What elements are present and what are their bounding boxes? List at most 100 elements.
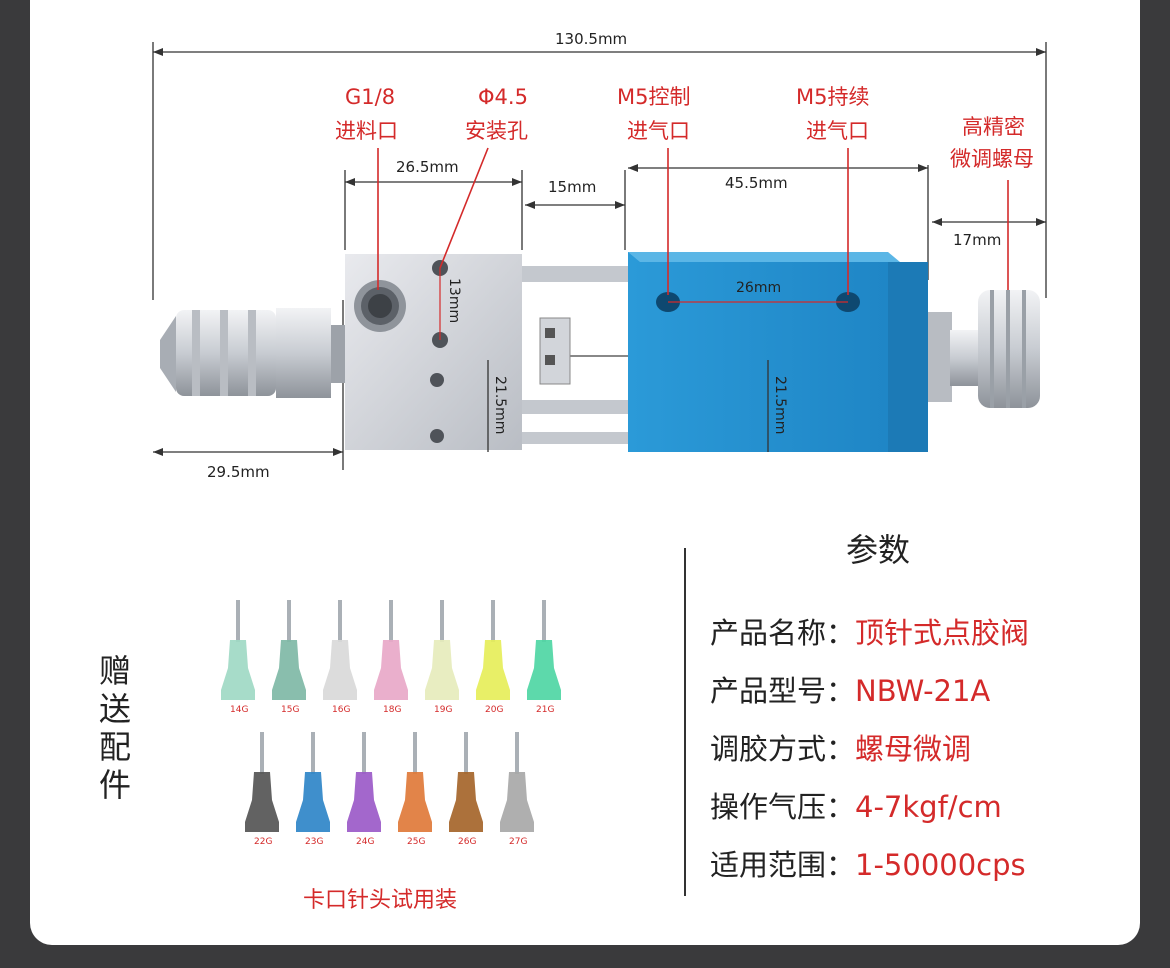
dim-knob: 17mm <box>932 218 1046 249</box>
needle-gauge-label: 15G <box>281 705 299 715</box>
needle-21g: 21G <box>527 600 561 715</box>
needle-gauge-label: 14G <box>230 705 248 715</box>
param-value: 螺母微调 <box>855 732 972 766</box>
callout-adjust-nut: 高精密 微调螺母 <box>950 115 1034 290</box>
needle-pin <box>440 600 444 642</box>
param-value: 1-50000cps <box>855 848 1026 882</box>
svg-text:29.5mm: 29.5mm <box>207 463 270 481</box>
needle-hub <box>272 640 306 700</box>
svg-text:45.5mm: 45.5mm <box>725 174 788 192</box>
svg-text:进气口: 进气口 <box>627 119 690 143</box>
callout-control-port: M5控制 进气口 <box>617 85 690 295</box>
svg-text:26.5mm: 26.5mm <box>396 158 459 176</box>
needle-26g: 26G <box>449 732 483 847</box>
dim-front-block: 26.5mm <box>344 158 523 250</box>
needle-pin <box>338 600 342 642</box>
param-label: 适用范围： <box>710 848 856 882</box>
param-label: 调胶方式： <box>710 732 856 766</box>
needle-gauge-label: 27G <box>509 837 527 847</box>
needles-caption: 卡口针头试用装 <box>303 888 458 913</box>
needle-14g: 14G <box>221 600 255 715</box>
needle-gauge-label: 22G <box>254 837 272 847</box>
param-value: 顶针式点胶阀 <box>855 616 1030 650</box>
needle-23g: 23G <box>296 732 330 847</box>
blue-body <box>628 252 928 452</box>
front-block <box>345 254 522 450</box>
callout-continuous-port: M5持续 进气口 <box>796 85 869 295</box>
accessories-title-char: 件 <box>98 766 131 804</box>
needle-hub <box>425 640 459 700</box>
needle-18g: 18G <box>374 600 408 715</box>
vertical-divider <box>684 548 686 896</box>
param-value: NBW-21A <box>855 674 991 708</box>
needle-pin <box>515 732 519 774</box>
svg-text:26mm: 26mm <box>736 280 781 296</box>
needle-gauge-label: 18G <box>383 705 401 715</box>
dim-body: 45.5mm <box>628 164 929 280</box>
svg-text:M5控制: M5控制 <box>617 85 690 109</box>
svg-text:进料口: 进料口 <box>335 119 398 143</box>
svg-text:21.5mm: 21.5mm <box>492 376 508 434</box>
dim-total-length: 130.5mm <box>152 30 1047 300</box>
svg-text:17mm: 17mm <box>953 231 1001 249</box>
needle-gauge-label: 16G <box>332 705 350 715</box>
needle-22g: 22G <box>245 732 279 847</box>
needle-pin <box>287 600 291 642</box>
accessories-title: 赠 送 配 件 <box>95 652 135 804</box>
needle-hub <box>398 772 432 832</box>
svg-text:G1/8: G1/8 <box>345 85 395 109</box>
callout-inlet: G1/8 进料口 <box>335 85 398 290</box>
param-value: 4-7kgf/cm <box>855 790 1002 824</box>
svg-text:微调螺母: 微调螺母 <box>950 147 1034 171</box>
product-card <box>30 0 1140 945</box>
needle-gauge-label: 23G <box>305 837 323 847</box>
needle-gauge-label: 24G <box>356 837 374 847</box>
needle-pin <box>464 732 468 774</box>
accessories-title-char: 赠 <box>98 652 131 690</box>
svg-text:Φ4.5: Φ4.5 <box>478 85 528 109</box>
dim-front-height: 21.5mm <box>487 360 508 452</box>
needle-pin <box>491 600 495 642</box>
param-label: 产品名称： <box>710 616 856 650</box>
needle-19g: 19G <box>425 600 459 715</box>
callout-mount-hole: Φ4.5 安装孔 <box>439 85 528 269</box>
needle-pin <box>413 732 417 774</box>
needle-pin <box>389 600 393 642</box>
params-title: 参数 <box>846 531 911 569</box>
svg-text:21.5mm: 21.5mm <box>772 376 788 434</box>
svg-text:13mm: 13mm <box>446 278 462 323</box>
needle-pin <box>260 732 264 774</box>
svg-text:高精密: 高精密 <box>962 115 1025 139</box>
needle-hub <box>347 772 381 832</box>
needle-pin <box>542 600 546 642</box>
needle-hub <box>323 640 357 700</box>
connecting-rods <box>522 266 628 444</box>
param-label: 操作气压： <box>710 790 856 824</box>
accessories-title-char: 配 <box>98 728 131 766</box>
dim-hole-spacing-h: 26mm <box>668 280 848 303</box>
needle-gauge-label: 20G <box>485 705 503 715</box>
needle-27g: 27G <box>500 732 534 847</box>
svg-text:M5持续: M5持续 <box>796 85 869 109</box>
param-label: 产品型号： <box>710 674 856 708</box>
needle-15g: 15G <box>272 600 306 715</box>
needle-gauge-label: 19G <box>434 705 452 715</box>
needle-gauge-label: 26G <box>458 837 476 847</box>
needle-24g: 24G <box>347 732 381 847</box>
dim-hole-spacing-v: 13mm <box>439 268 462 340</box>
needle-25g: 25G <box>398 732 432 847</box>
needle-gauge-label: 25G <box>407 837 425 847</box>
needle-hub <box>449 772 483 832</box>
needle-hub <box>527 640 561 700</box>
needle-hub <box>221 640 255 700</box>
dim-gap: 15mm <box>525 170 626 250</box>
svg-text:15mm: 15mm <box>548 178 596 196</box>
needle-pin <box>311 732 315 774</box>
needle-hub <box>296 772 330 832</box>
param-row-pressure: 操作气压：4-7kgf/cm <box>710 784 1002 826</box>
accessories-title-char: 送 <box>98 690 131 728</box>
needle-set: 14G 15G 16G 18G 19G 20G 21G 22G 23G 24G 25G 26G 27G <box>221 600 561 847</box>
param-row-range: 适用范围：1-50000cps <box>710 842 1026 884</box>
needle-16g: 16G <box>323 600 357 715</box>
